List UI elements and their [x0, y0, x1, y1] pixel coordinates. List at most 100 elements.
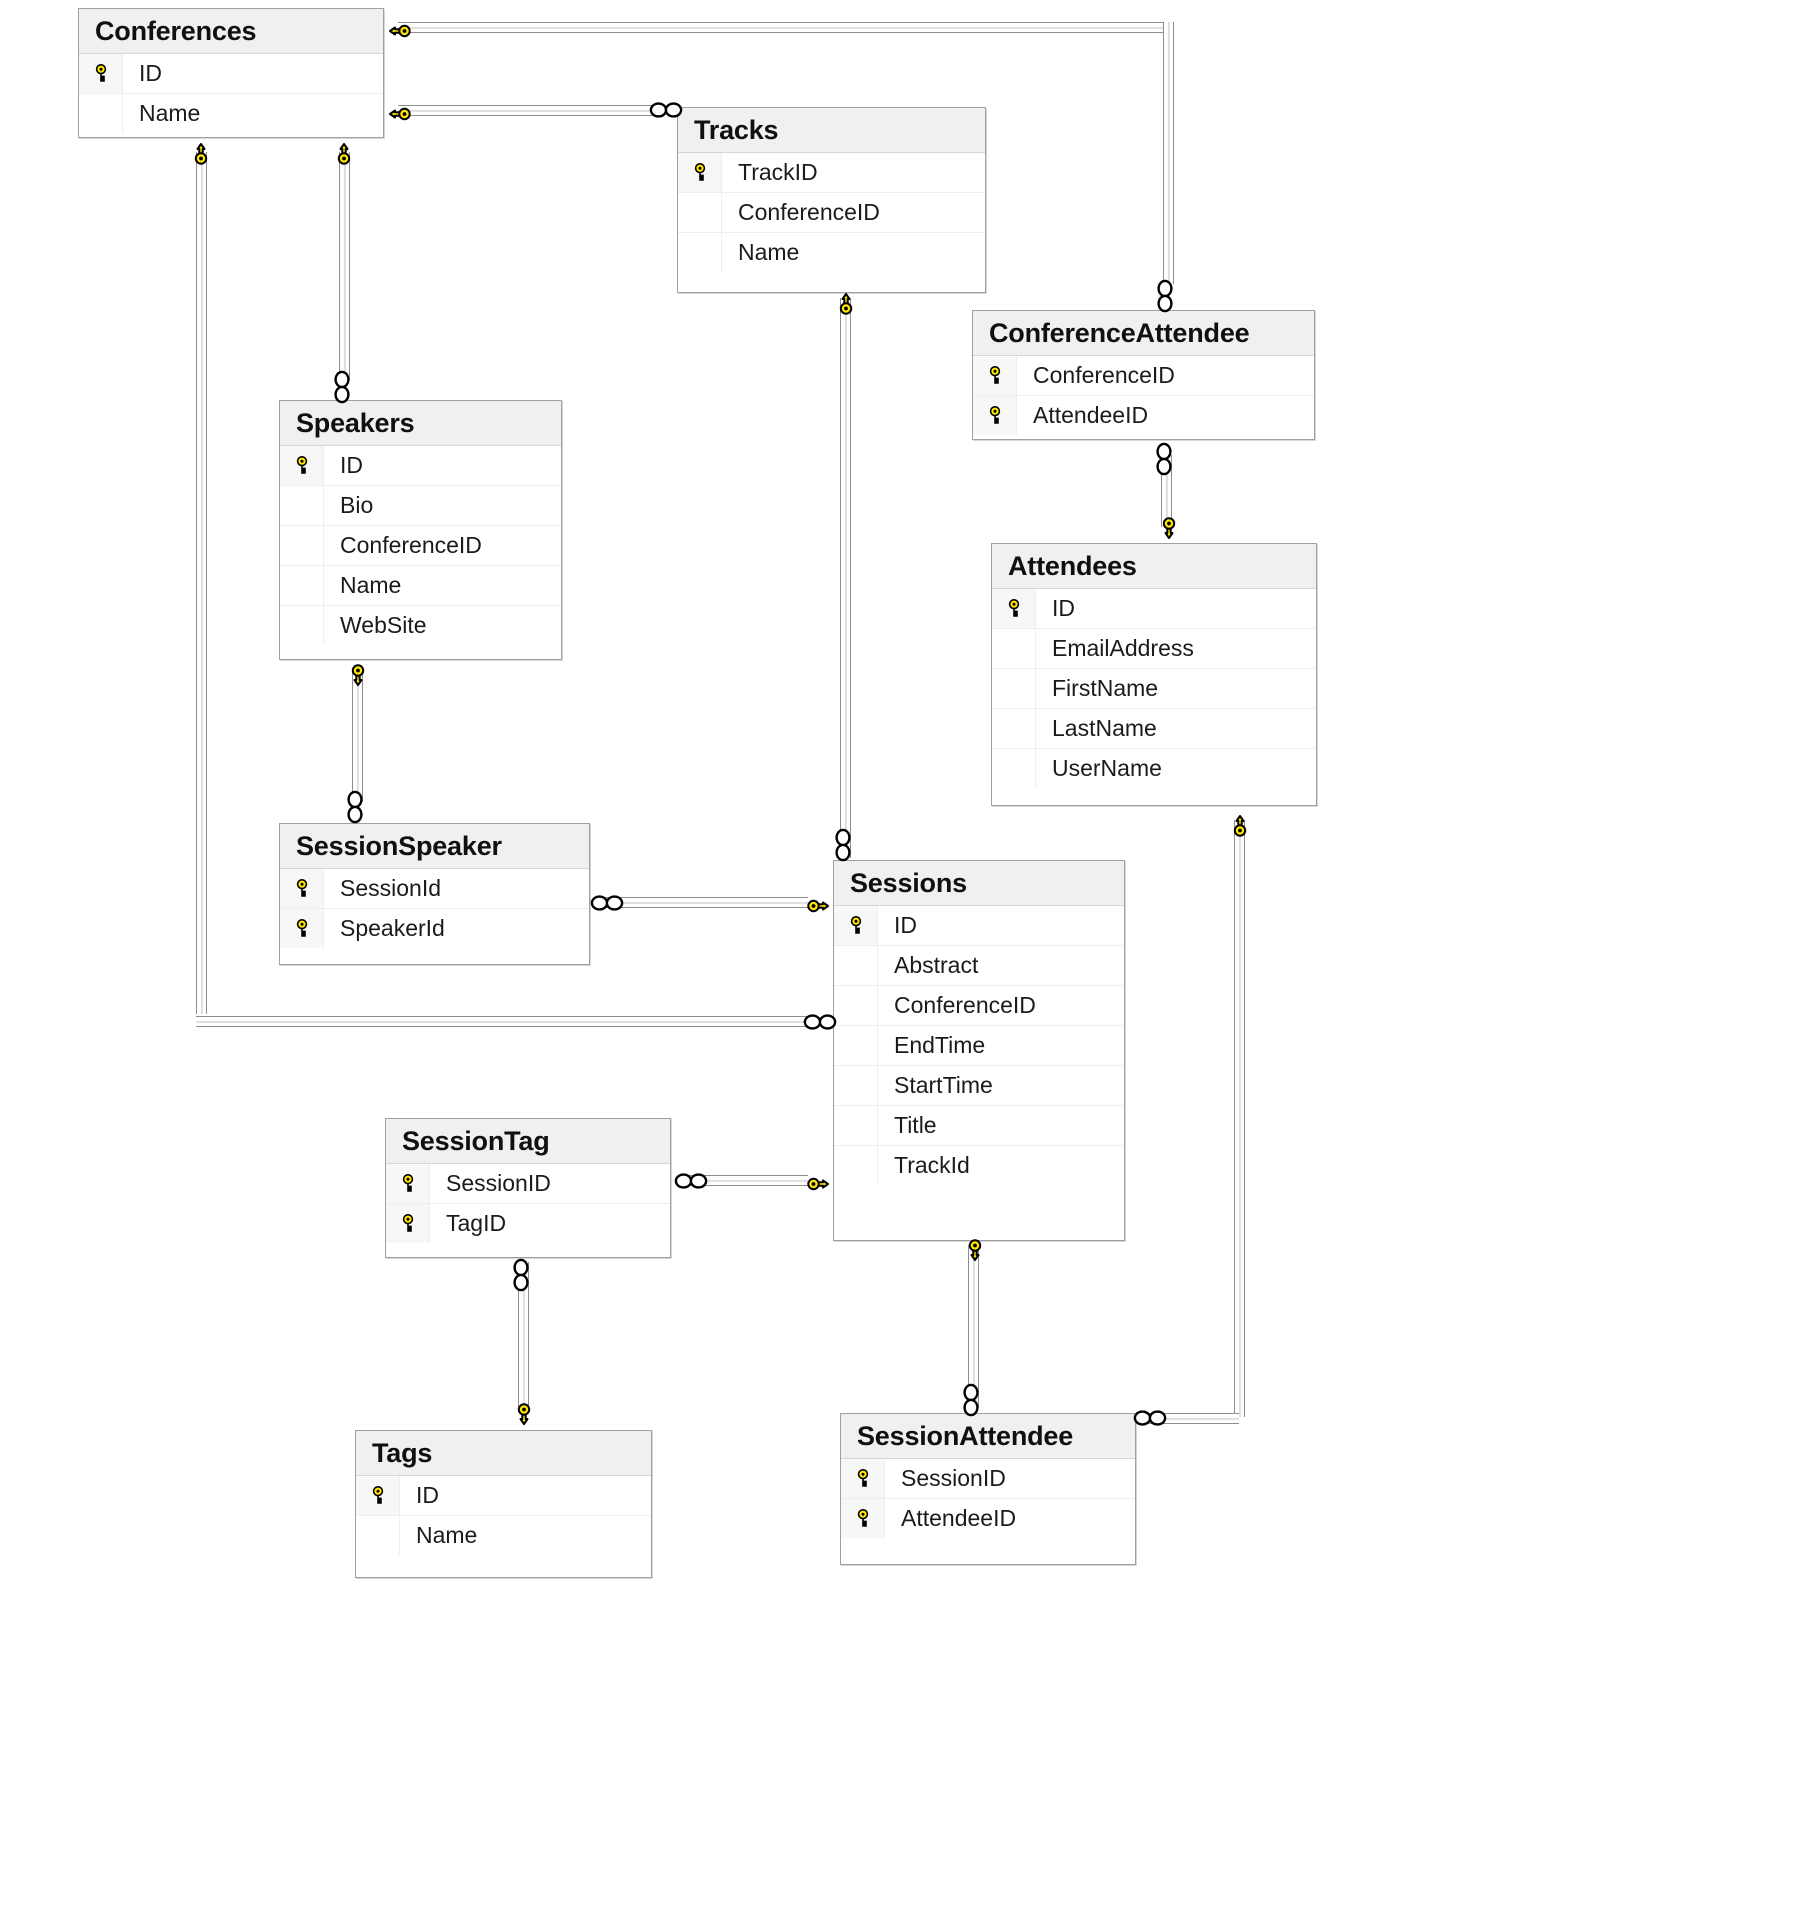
table-title-sessions: Sessions	[834, 861, 1124, 906]
field-name: ConferenceID	[738, 198, 880, 225]
primary-key-icon	[280, 908, 324, 948]
field-key-placeholder	[834, 1065, 878, 1105]
field-row[interactable]: SessionID	[386, 1163, 670, 1204]
relationship-many-icon-e10	[833, 828, 853, 862]
field-name: TagID	[446, 1209, 507, 1236]
field-row[interactable]: Name	[280, 565, 561, 606]
field-name: SpeakerId	[340, 914, 445, 941]
field-name: AttendeeID	[1033, 401, 1149, 428]
field-key-placeholder	[280, 485, 324, 525]
field-row[interactable]: ID	[280, 445, 561, 486]
relationship-line-c8-a[interactable]	[600, 897, 808, 908]
field-row[interactable]: LastName	[992, 708, 1316, 749]
table-title-tracks: Tracks	[678, 108, 985, 153]
field-row[interactable]: Name	[678, 232, 985, 272]
field-row[interactable]: FirstName	[992, 668, 1316, 709]
relationship-line-c11-a[interactable]	[968, 1245, 979, 1408]
field-key-placeholder	[834, 1105, 878, 1145]
relationship-line-c3-a[interactable]	[339, 152, 350, 380]
relationship-one-key-icon-e7	[188, 140, 214, 166]
field-row[interactable]: TagID	[386, 1203, 670, 1243]
field-row[interactable]: ConferenceID	[678, 192, 985, 233]
relationship-many-icon-e6	[332, 370, 352, 404]
relationship-line-c4-b[interactable]	[196, 1016, 808, 1027]
field-name: Bio	[340, 491, 374, 518]
relationship-line-c1-b[interactable]	[1163, 22, 1174, 284]
field-row[interactable]: Name	[79, 93, 383, 133]
field-row[interactable]: ID	[356, 1475, 651, 1516]
field-row[interactable]: AttendeeID	[841, 1498, 1135, 1538]
field-name: ConferenceID	[1033, 361, 1175, 388]
relationship-many-icon-e24	[1133, 1408, 1167, 1428]
field-row[interactable]: ConferenceID	[280, 525, 561, 566]
field-row[interactable]: StartTime	[834, 1065, 1124, 1106]
field-name: ConferenceID	[340, 531, 482, 558]
relationship-many-icon-e14	[345, 790, 365, 824]
field-row[interactable]: AttendeeID	[973, 395, 1314, 435]
relationship-line-c10-a[interactable]	[518, 1262, 529, 1412]
relationship-line-c12-a[interactable]	[1234, 820, 1245, 1417]
field-key-placeholder	[280, 525, 324, 565]
field-key-placeholder	[834, 985, 878, 1025]
field-name: EndTime	[894, 1031, 986, 1058]
field-key-placeholder	[678, 192, 722, 232]
relationship-line-c6-a[interactable]	[1161, 455, 1172, 527]
field-row[interactable]: ConferenceID	[834, 985, 1124, 1026]
relationship-line-c1-a[interactable]	[398, 22, 1171, 33]
field-key-placeholder	[992, 628, 1036, 668]
field-name: SessionID	[446, 1169, 551, 1196]
table-empty-area	[841, 1538, 1135, 1572]
field-row[interactable]: ID	[834, 905, 1124, 946]
relationship-one-key-icon-e23	[1227, 812, 1253, 838]
field-row[interactable]: SessionID	[841, 1458, 1135, 1499]
relationship-one-key-icon-e1	[386, 18, 412, 44]
relationship-line-c2-a[interactable]	[398, 105, 658, 116]
field-row[interactable]: Name	[356, 1515, 651, 1555]
field-row[interactable]: Title	[834, 1105, 1124, 1146]
field-row[interactable]: Abstract	[834, 945, 1124, 986]
relationship-line-c4-a[interactable]	[196, 152, 207, 1014]
field-row[interactable]: ConferenceID	[973, 355, 1314, 396]
table-empty-area	[834, 1185, 1124, 1219]
field-row[interactable]: ID	[992, 588, 1316, 629]
field-name: AttendeeID	[901, 1504, 1017, 1531]
field-row[interactable]: SpeakerId	[280, 908, 589, 948]
field-row[interactable]: UserName	[992, 748, 1316, 788]
field-name: Title	[894, 1111, 937, 1138]
field-name: Abstract	[894, 951, 979, 978]
field-row[interactable]: TrackId	[834, 1145, 1124, 1185]
field-name: Name	[139, 99, 201, 126]
field-row[interactable]: Bio	[280, 485, 561, 526]
relationship-line-c12-b[interactable]	[1134, 1413, 1239, 1424]
field-row[interactable]: TrackID	[678, 152, 985, 193]
field-list-tags: ID Name	[356, 1475, 651, 1555]
field-row[interactable]: EmailAddress	[992, 628, 1316, 669]
field-row[interactable]: WebSite	[280, 605, 561, 645]
table-title-attendees: Attendees	[992, 544, 1316, 589]
relationship-line-c7-a[interactable]	[352, 672, 363, 802]
field-name: ID	[416, 1481, 439, 1508]
relationship-line-c9-a[interactable]	[684, 1175, 808, 1186]
field-row[interactable]: SessionId	[280, 868, 589, 909]
relationship-many-icon-e11	[1154, 442, 1174, 476]
primary-key-icon	[280, 445, 324, 485]
relationship-line-c5-a[interactable]	[840, 298, 851, 858]
field-key-placeholder	[678, 232, 722, 272]
field-list-conferences: ID Name	[79, 53, 383, 133]
field-row[interactable]: ID	[79, 53, 383, 94]
field-row[interactable]: EndTime	[834, 1025, 1124, 1066]
relationship-one-key-icon-e9	[833, 290, 859, 316]
